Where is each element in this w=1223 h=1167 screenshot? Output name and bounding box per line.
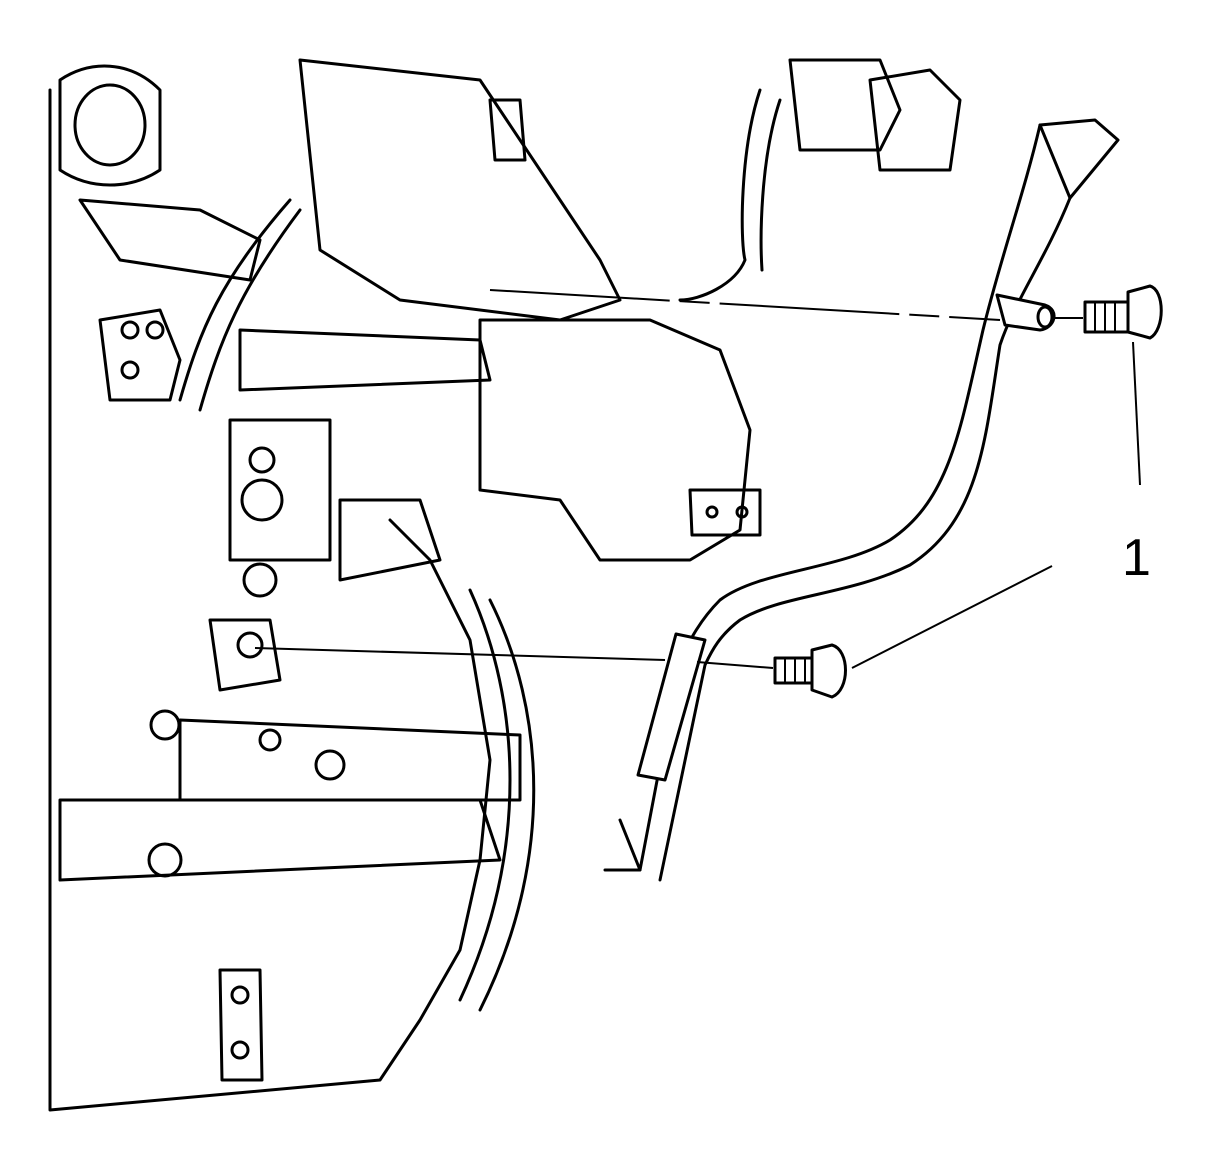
bolt-lower <box>773 643 847 699</box>
bolt-upper <box>1083 284 1163 340</box>
engine-block-drawing <box>48 58 962 1112</box>
leader-lines <box>254 289 1141 669</box>
callout-label-1: 1 <box>1122 529 1151 587</box>
dipstick-tube <box>603 118 1120 882</box>
